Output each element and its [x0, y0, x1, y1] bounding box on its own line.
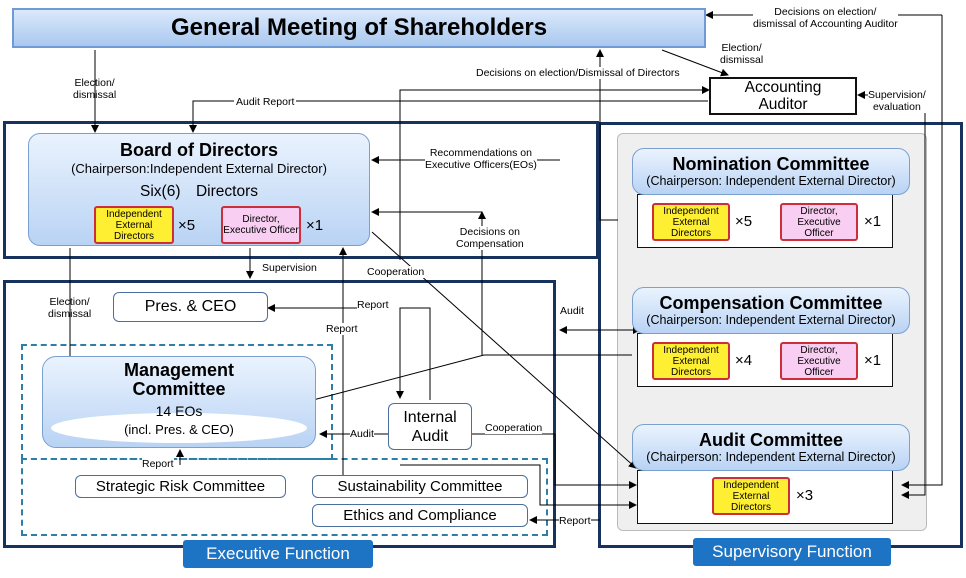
management-incl: (incl. Pres. & CEO) [124, 422, 234, 437]
label-recommendations-2: Executive Officers(EOs) [425, 159, 537, 171]
audit-independent-mult: ×3 [796, 487, 814, 504]
committees-dashed-area [21, 458, 548, 536]
label-decisions-compensation: Decisions on Compensation [456, 226, 524, 250]
management-title-line1: Management [123, 360, 235, 380]
audit-committee-chair: (Chairperson: Independent External Direc… [646, 450, 896, 464]
label-audit-report: Audit Report [234, 96, 297, 108]
label-election-1: Election/ [74, 77, 115, 89]
board-chair: (Chairperson:Independent External Direct… [71, 161, 327, 176]
strategic-risk-committee-box: Strategic Risk Committee [75, 475, 286, 498]
nomination-executive-badge: Director, Executive Officer [780, 203, 858, 241]
nomination-executive-mult: ×1 [864, 213, 882, 230]
audit-committee-box: Audit Committee (Chairperson: Independen… [632, 424, 910, 471]
board-count: Six(6) Directors [140, 183, 258, 200]
nomination-chair: (Chairperson: Independent External Direc… [646, 174, 896, 188]
accounting-auditor-line2: Auditor [758, 96, 808, 113]
label-recommendations-1: Recommendations on [429, 147, 532, 159]
label-mgmt-election-1: Election/ [49, 296, 90, 308]
accounting-auditor-line1: Accounting [744, 79, 822, 96]
label-aa-election-1: Election/ [721, 42, 762, 54]
label-supervision: Supervision [262, 262, 317, 274]
board-independent-badge: Independent External Directors [94, 206, 174, 244]
label-mgmt-election: Election/ dismissal [48, 296, 91, 320]
compensation-executive-mult: ×1 [864, 352, 882, 369]
executive-function-tab: Executive Function [183, 540, 373, 568]
management-title-line2: Committee [132, 379, 226, 399]
board-title: Board of Directors [119, 140, 279, 160]
sustainability-label: Sustainability Committee [337, 478, 503, 495]
label-recommendations: Recommendations on Executive Officers(EO… [425, 147, 537, 171]
label-report-board: Report [326, 323, 358, 335]
compensation-independent-mult: ×4 [735, 352, 753, 369]
shareholders-meeting-box: General Meeting of Shareholders [12, 8, 706, 48]
label-decisions-comp-2: Compensation [456, 238, 524, 250]
label-cooperation-top: Cooperation [367, 266, 425, 278]
ethics-label: Ethics and Compliance [343, 507, 497, 524]
nomination-independent-badge: Independent External Directors [652, 203, 730, 241]
board-executive-mult: ×1 [306, 217, 324, 234]
ethics-compliance-box: Ethics and Compliance [312, 504, 528, 527]
label-decisions-directors: Decisions on election/Dismissal of Direc… [474, 67, 682, 79]
label-audit-internal: Audit [350, 428, 374, 440]
executive-function-label: Executive Function [206, 544, 350, 563]
compensation-title: Compensation Committee [659, 293, 883, 313]
label-report-mgmt: Report [142, 458, 174, 470]
pres-ceo-box: Pres. & CEO [113, 292, 268, 322]
strategic-risk-label: Strategic Risk Committee [95, 478, 266, 495]
compensation-executive-badge: Director, Executive Officer [780, 342, 858, 380]
label-decisions-comp-1: Decisions on [459, 226, 520, 238]
label-cooperation-bottom: Cooperation [485, 422, 543, 434]
shareholders-title: General Meeting of Shareholders [170, 14, 548, 41]
label-mgmt-election-2: dismissal [48, 308, 92, 320]
supervisory-function-tab: Supervisory Function [693, 538, 891, 566]
management-committee-box: Management Committee 14 EOs (incl. Pres.… [42, 356, 316, 448]
internal-audit-box: Internal Audit [388, 403, 472, 450]
pres-ceo-label: Pres. & CEO [144, 298, 237, 315]
label-report-pres: Report [357, 299, 389, 311]
internal-audit-line2: Audit [411, 427, 449, 445]
compensation-chair: (Chairperson: Independent External Direc… [646, 313, 896, 327]
label-supervision-evaluation: Supervision/ evaluation [868, 89, 926, 113]
label-supervision-eval-2: evaluation [872, 101, 921, 113]
audit-committee-title: Audit Committee [699, 430, 843, 450]
sustainability-committee-box: Sustainability Committee [312, 475, 528, 498]
board-executive-badge: Director, Executive Officer [221, 206, 301, 244]
audit-independent-badge: Independent External Directors [712, 477, 790, 515]
label-decisions-aa-1: Decisions on election/ [774, 6, 877, 18]
nomination-independent-mult: ×5 [735, 213, 753, 230]
nomination-title: Nomination Committee [672, 154, 870, 174]
management-eos: 14 EOs [155, 403, 203, 419]
board-independent-mult: ×5 [178, 217, 196, 234]
label-aa-election: Election/ dismissal [720, 42, 763, 66]
label-election-dismissal-top: Election/ dismissal [73, 77, 116, 101]
supervisory-function-label: Supervisory Function [712, 542, 872, 561]
label-report-ethics: Report [559, 515, 591, 527]
board-of-directors-box: Board of Directors (Chairperson:Independ… [28, 133, 370, 246]
label-decisions-aa-2: dismissal of Accounting Auditor [753, 18, 898, 30]
label-decisions-accounting-auditor: Decisions on election/ dismissal of Acco… [753, 6, 898, 30]
nomination-committee-box: Nomination Committee (Chairperson: Indep… [632, 148, 910, 195]
compensation-committee-box: Compensation Committee (Chairperson: Ind… [632, 287, 910, 334]
label-audit-supervisory: Audit [560, 305, 584, 317]
accounting-auditor-box: Accounting Auditor [709, 77, 857, 115]
board-frame [3, 121, 599, 259]
label-aa-election-2: dismissal [720, 54, 764, 66]
internal-audit-line1: Internal [403, 408, 457, 426]
compensation-independent-badge: Independent External Directors [652, 342, 730, 380]
management-ellipse [51, 413, 307, 443]
label-supervision-eval-1: Supervision/ [868, 89, 926, 101]
label-election-2: dismissal [73, 89, 117, 101]
